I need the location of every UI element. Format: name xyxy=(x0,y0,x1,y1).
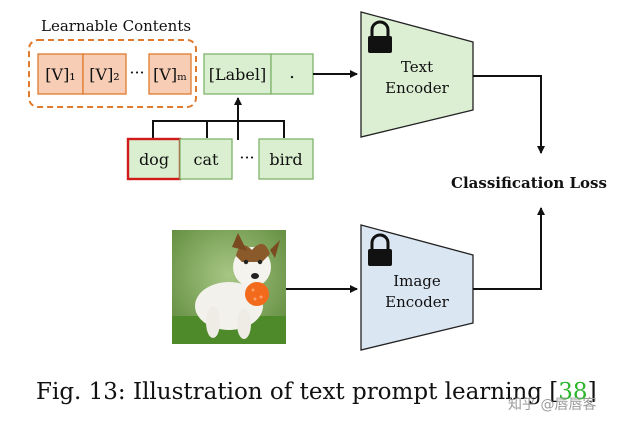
learnable-token-2: [V]₂ xyxy=(89,65,119,84)
learnable-token-1: [V]₁ xyxy=(45,65,75,84)
class-word-ellipsis: ··· xyxy=(239,148,254,167)
arrow-text-to-loss xyxy=(473,75,545,154)
learnable-contents-title: Learnable Contents xyxy=(41,17,191,35)
learnable-token-m: [V]ₘ xyxy=(153,65,187,84)
image-encoder-label-line2: Encoder xyxy=(385,293,450,311)
classification-loss-label: Classification Loss xyxy=(451,174,607,192)
lock-icon xyxy=(368,233,392,266)
class-word-bird: bird xyxy=(269,150,302,169)
class-word-box-bird xyxy=(258,138,314,180)
dog-photo xyxy=(172,230,286,344)
class-word-box-cat xyxy=(179,138,233,180)
figure-caption: Fig. 13: Illustration of text prompt lea… xyxy=(36,379,597,405)
watermark: 知乎 @唇唇客 xyxy=(508,396,596,413)
arrow-image-to-loss xyxy=(473,207,545,290)
class-tree-bracket xyxy=(152,120,285,138)
learnable-ellipsis: ··· xyxy=(129,63,144,82)
class-word-dog: dog xyxy=(139,150,169,169)
period-slot: . xyxy=(289,62,295,83)
image-encoder-label-line1: Image xyxy=(393,272,441,290)
caption-suffix: ] xyxy=(588,379,597,405)
label-slot: [Label] xyxy=(209,65,266,84)
class-word-cat: cat xyxy=(194,150,220,169)
text-encoder-label-line2: Encoder xyxy=(385,79,450,97)
learnable-token-box-m xyxy=(148,53,192,95)
caption-ref: 38 xyxy=(558,379,587,405)
learnable-token-box-2 xyxy=(82,53,127,95)
caption-prefix: Fig. 13: Illustration of text prompt lea… xyxy=(36,379,558,405)
learnable-contents-group xyxy=(28,39,197,108)
lock-icon xyxy=(368,20,392,53)
text-encoder-label-line1: Text xyxy=(401,58,433,76)
